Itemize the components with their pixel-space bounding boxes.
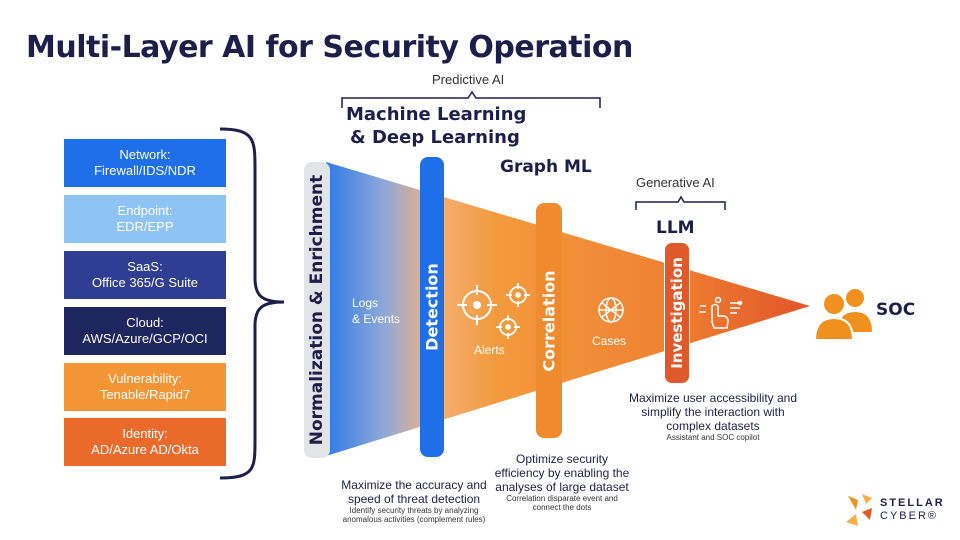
- source-cloud: Cloud: AWS/Azure/GCP/OCI: [64, 307, 226, 355]
- llm-heading: LLM: [656, 218, 695, 238]
- source-saas: SaaS: Office 365/G Suite: [64, 251, 226, 299]
- detection-desc-sub2: anomalous activities (complement rules): [342, 515, 486, 524]
- detection-label: Detection: [422, 263, 442, 351]
- detection-bar: Detection: [420, 157, 444, 457]
- generative-ai-label: Generative AI: [636, 175, 715, 190]
- correlation-desc-line3: analyses of large dataset: [495, 480, 629, 494]
- ml-heading-line2: & Deep Learning: [350, 127, 520, 148]
- source-identity: Identity: AD/Azure AD/Okta: [64, 418, 226, 466]
- source-saas-name: SaaS:: [127, 259, 163, 274]
- source-vulnerability: Vulnerability: Tenable/Rapid7: [64, 363, 226, 411]
- logs-label-line2: & Events: [352, 312, 401, 326]
- detection-desc-sub1: Identify security threats by analyzing: [349, 506, 479, 515]
- predictive-ai-label: Predictive AI: [432, 72, 505, 87]
- predictive-ai-bracket: [341, 90, 601, 108]
- source-identity-name: Identity:: [122, 426, 168, 441]
- source-cloud-tools: AWS/Azure/GCP/OCI: [82, 331, 208, 346]
- correlation-bar: Correlation: [536, 203, 562, 438]
- source-vulnerability-tools: Tenable/Rapid7: [99, 387, 191, 402]
- logs-label-line1: Logs: [352, 296, 379, 310]
- sources-brace: [219, 127, 285, 480]
- correlation-desc-sub2: connect the dots: [532, 503, 592, 512]
- page-title: Multi-Layer AI for Security Operation: [26, 30, 633, 65]
- cases-label: Cases: [592, 334, 627, 348]
- source-endpoint-tools: EDR/EPP: [116, 219, 174, 234]
- detection-desc-line1: Maximize the accuracy and: [341, 478, 487, 492]
- graph-ml-heading: Graph ML: [500, 157, 592, 177]
- source-saas-tools: Office 365/G Suite: [92, 275, 198, 290]
- investigation-desc-line3: complex datasets: [666, 419, 760, 433]
- investigation-bar: Investigation: [664, 242, 690, 384]
- source-vulnerability-name: Vulnerability:: [108, 371, 182, 386]
- correlation-label: Correlation: [539, 269, 559, 372]
- correlation-desc-line1: Optimize security: [515, 452, 609, 466]
- logo-line1: STELLAR: [880, 497, 945, 509]
- crosshair-small-icon: [506, 283, 530, 307]
- logo-line2: CYBER®: [880, 510, 939, 522]
- investigation-desc-sub1: Assistant and SOC copilot: [666, 433, 760, 442]
- stellar-cyber-logo-icon: [846, 494, 872, 526]
- correlation-desc-sub1: Correlation disparate event and: [506, 494, 618, 503]
- detection-description: Maximize the accuracy and speed of threa…: [326, 478, 502, 524]
- correlation-description: Optimize security efficiency by enabling…: [486, 452, 638, 512]
- crosshair-icon: [457, 285, 497, 325]
- soc-label: SOC: [876, 300, 916, 320]
- source-network: Network: Firewall/IDS/NDR: [64, 139, 226, 187]
- source-endpoint: Endpoint: EDR/EPP: [64, 195, 226, 243]
- normalization-label: Normalization & Enrichment: [307, 174, 327, 446]
- globe-network-icon: [598, 297, 624, 323]
- correlation-desc-line2: efficiency by enabling the: [494, 466, 630, 480]
- normalization-bar: Normalization & Enrichment: [304, 162, 330, 458]
- generative-ai-bracket: [635, 195, 726, 210]
- investigation-desc-line2: simplify the interaction with: [641, 405, 785, 419]
- source-endpoint-name: Endpoint:: [117, 203, 173, 218]
- investigation-description: Maximize user accessibility and simplify…: [620, 391, 806, 442]
- source-network-name: Network:: [119, 147, 171, 162]
- funnel-shape: [326, 162, 810, 456]
- touch-circuit-icon: [699, 296, 743, 329]
- source-identity-tools: AD/Azure AD/Okta: [91, 442, 199, 457]
- crosshair-small-icon: [496, 315, 520, 339]
- investigation-desc-line1: Maximize user accessibility and: [628, 391, 798, 405]
- detection-desc-line2: speed of threat detection: [347, 492, 481, 506]
- investigation-label: Investigation: [668, 257, 686, 369]
- source-cloud-name: Cloud:: [126, 315, 164, 330]
- stellar-cyber-logo: STELLAR CYBER®: [880, 497, 945, 523]
- users-icon: [813, 289, 872, 341]
- ml-heading-line1: Machine Learning: [346, 104, 527, 125]
- source-network-tools: Firewall/IDS/NDR: [94, 163, 196, 178]
- alerts-label: Alerts: [474, 343, 505, 357]
